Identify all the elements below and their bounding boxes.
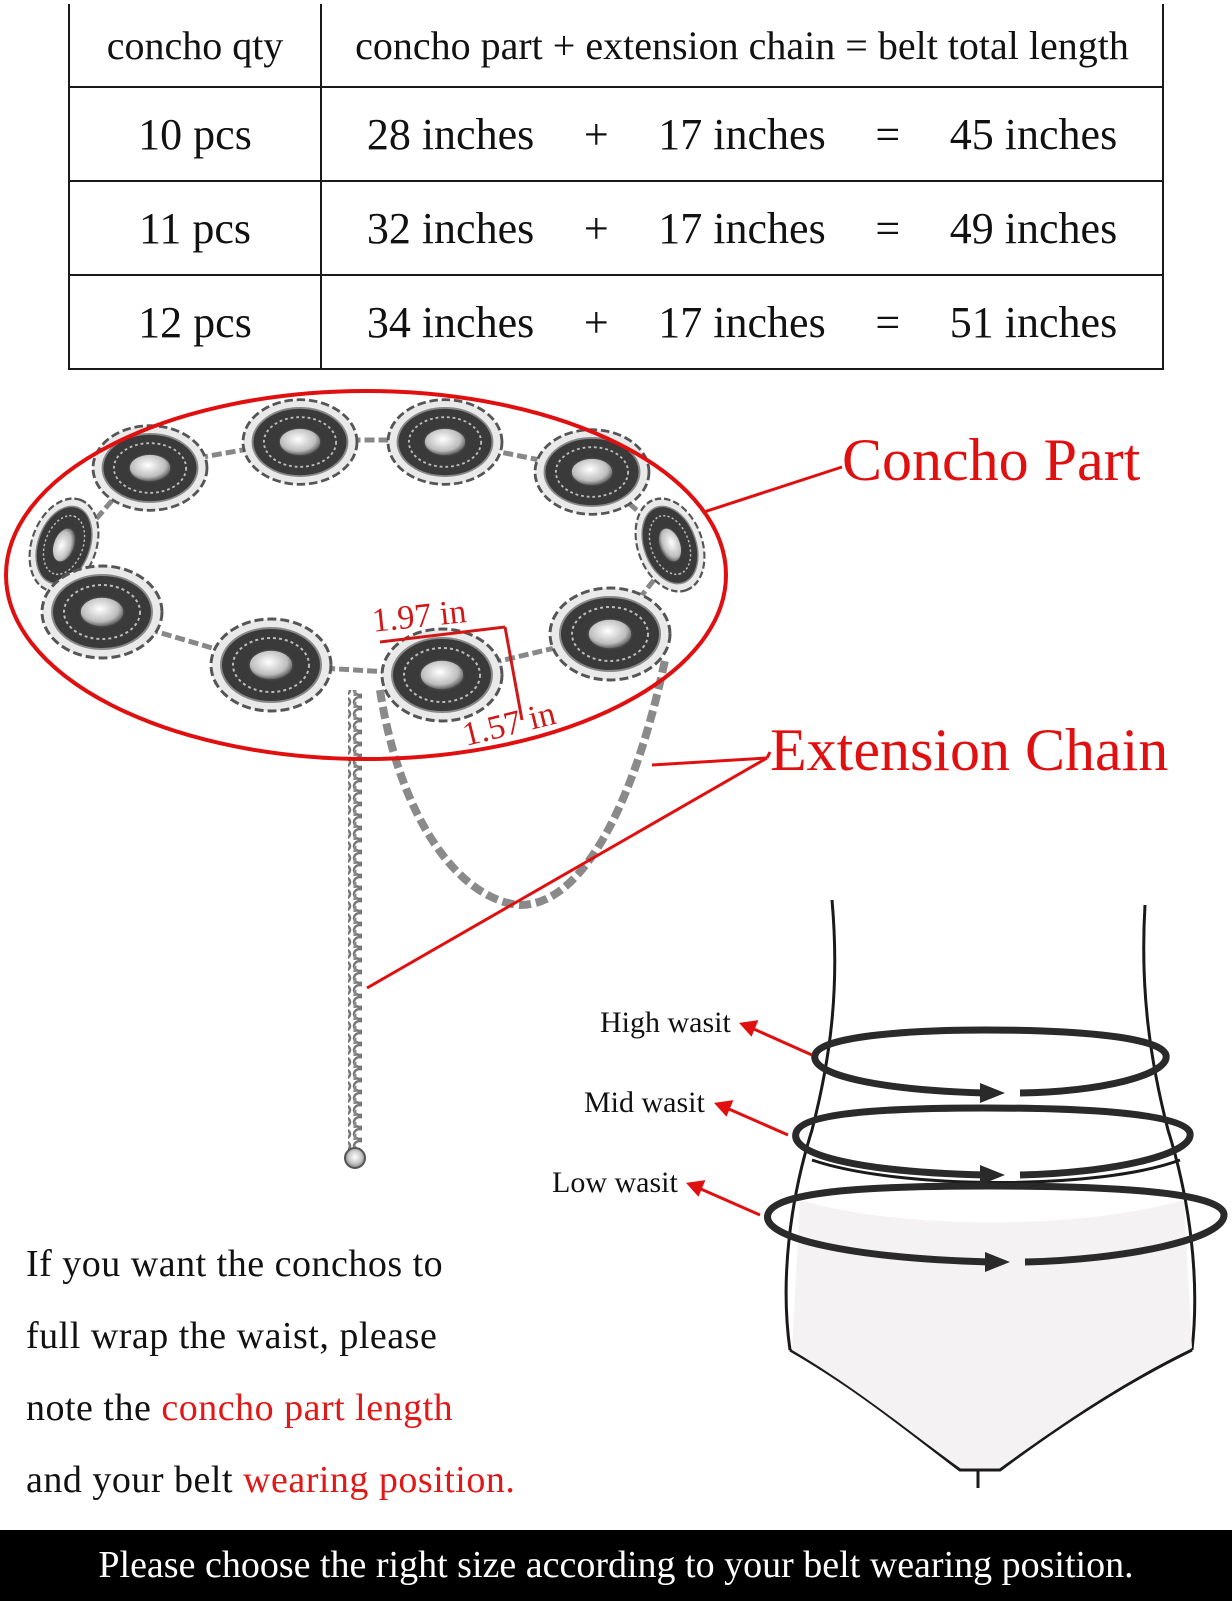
note-text: note the — [26, 1387, 162, 1429]
row-formula: 32 inches + 17 inches = 49 inches — [320, 180, 1164, 276]
table-row: 10 pcs 28 inches + 17 inches = 45 inches — [68, 86, 1164, 182]
concho-part-length: 32 inches — [366, 203, 535, 253]
bottom-banner: Please choose the right size according t… — [0, 1530, 1232, 1601]
note-line: note the concho part length — [26, 1372, 666, 1444]
row-formula: 34 inches + 17 inches = 51 inches — [320, 274, 1164, 370]
sizing-note: If you want the conchos to full wrap the… — [26, 1228, 666, 1516]
illustration-canvas — [4, 389, 1228, 1488]
header-concho-qty: concho qty — [68, 4, 322, 88]
plus-sign: + — [583, 109, 609, 159]
extension-chain — [344, 659, 669, 1169]
total-length: 45 inches — [949, 109, 1118, 159]
waist-pointer-arrows — [686, 1020, 813, 1217]
leader-lines — [366, 465, 843, 990]
table-row: 12 pcs 34 inches + 17 inches = 51 inches — [68, 274, 1164, 370]
table-header-row: concho qty concho part + extension chain… — [68, 4, 1164, 88]
concho-part-length: 34 inches — [366, 297, 535, 347]
mid-waist-label: Mid wasit — [584, 1086, 705, 1119]
extension-length: 17 inches — [658, 297, 826, 347]
plus-sign: + — [583, 297, 609, 347]
row-qty: 11 pcs — [68, 180, 322, 276]
high-waist-label: High wasit — [600, 1006, 731, 1039]
note-text: and your belt — [26, 1459, 244, 1501]
extension-length: 17 inches — [658, 203, 826, 253]
concho-part-length: 28 inches — [366, 109, 535, 159]
dimension-markers — [379, 625, 524, 721]
table-row: 11 pcs 32 inches + 17 inches = 49 inches — [68, 180, 1164, 276]
note-highlight: concho part length — [161, 1387, 454, 1429]
waist-rings — [764, 1026, 1228, 1266]
note-line: and your belt wearing position. — [26, 1444, 666, 1516]
row-qty: 10 pcs — [68, 86, 322, 182]
header-formula: concho part + extension chain = belt tot… — [320, 4, 1164, 88]
low-waist-label: Low wasit — [552, 1166, 678, 1199]
note-highlight: wearing position. — [243, 1459, 516, 1501]
note-line: full wrap the waist, please — [26, 1315, 438, 1357]
underwear-shape — [792, 1200, 1192, 1468]
size-table: concho qty concho part + extension chain… — [68, 4, 1164, 370]
equals-sign: = — [875, 109, 901, 159]
extension-chain-label: Extension Chain — [770, 717, 1169, 783]
row-qty: 12 pcs — [68, 274, 322, 370]
total-length: 51 inches — [949, 297, 1118, 347]
equals-sign: = — [875, 203, 901, 253]
plus-sign: + — [583, 203, 609, 253]
total-length: 49 inches — [949, 203, 1118, 253]
waist-ring-arrowheads — [980, 1083, 1010, 1272]
row-formula: 28 inches + 17 inches = 45 inches — [320, 86, 1164, 182]
extension-length: 17 inches — [658, 109, 826, 159]
concho-part-outline — [4, 389, 728, 761]
note-line: If you want the conchos to — [26, 1243, 444, 1285]
equals-sign: = — [875, 297, 901, 347]
concho-part-label: Concho Part — [842, 427, 1141, 493]
body-outline — [784, 899, 1197, 1488]
